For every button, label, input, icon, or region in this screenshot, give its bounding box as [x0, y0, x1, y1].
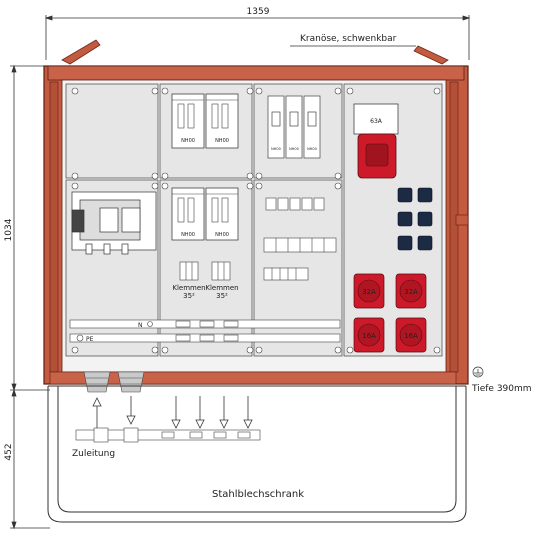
- height-label: 1034: [4, 218, 14, 241]
- terminal-size-right: 35²: [216, 292, 228, 300]
- fuse-label: NH00: [181, 138, 195, 144]
- depth-label: Tiefe 390mm: [471, 384, 532, 394]
- hinge-left: [49, 81, 59, 373]
- width-label: 1359: [247, 7, 270, 17]
- height-dimension: [10, 64, 50, 392]
- cee-32a-label-left: 32A: [362, 288, 376, 296]
- terminal-label-right: Klemmen: [205, 284, 238, 292]
- terminal-blocks: [179, 261, 231, 281]
- fuse-block-top: [171, 93, 239, 149]
- mcb-row-2: [263, 237, 337, 253]
- base-frame: [47, 385, 467, 523]
- schuko-sockets: [397, 187, 433, 251]
- terminal-size-left: 35²: [183, 292, 195, 300]
- mcb-row-1: [265, 197, 325, 211]
- door-handle: [455, 214, 469, 226]
- base-rail: [75, 427, 261, 443]
- fuse-label: NH00: [215, 138, 229, 144]
- arrows-down: [126, 396, 253, 429]
- cee-socket-32a-left: [353, 273, 385, 309]
- neutral-label: N: [138, 322, 143, 329]
- crane-eye-left: [61, 39, 101, 65]
- cee-socket-16a-left: [353, 317, 385, 353]
- cabinet-roof: [47, 65, 465, 81]
- base-height-label: 452: [4, 443, 14, 460]
- fuse-label: NH00: [271, 147, 281, 151]
- panel-screws: [71, 87, 441, 354]
- feed-label: Zuleitung: [72, 449, 115, 459]
- cee-16a-label-right: 16A: [404, 332, 418, 340]
- feed-arrow-up: [92, 397, 102, 428]
- cable-gland-right: [117, 371, 145, 393]
- busbar: [69, 319, 341, 343]
- fuse-block-small: [267, 95, 321, 159]
- fuse-label: NH00: [181, 232, 195, 238]
- earth-icon: [472, 366, 484, 378]
- cabinet-bottom-rail: [49, 371, 457, 385]
- crane-eye-label: Kranöse, schwenkbar: [300, 34, 397, 44]
- cee-socket-63a: [353, 103, 399, 179]
- cee-socket-16a-right: [395, 317, 427, 353]
- cee-16a-label-left: 16A: [362, 332, 376, 340]
- fuse-label: NH00: [289, 147, 299, 151]
- mcb-row-3: [263, 267, 309, 281]
- width-dimension: [44, 15, 471, 60]
- cee-32a-label-right: 32A: [404, 288, 418, 296]
- fuse-label: NH00: [307, 147, 317, 151]
- crane-eye-right: [413, 45, 449, 65]
- fuse-block-middle: [171, 187, 239, 241]
- main-switch: [71, 191, 157, 255]
- fuse-label: NH00: [215, 232, 229, 238]
- pe-label: PE: [86, 336, 94, 343]
- cable-gland-left: [83, 371, 111, 393]
- base-label: Stahlblechschrank: [212, 489, 304, 500]
- terminal-label-left: Klemmen: [172, 284, 205, 292]
- base-height-dimension: [10, 388, 50, 530]
- cee-63a-label: 63A: [370, 118, 383, 125]
- cee-socket-32a-right: [395, 273, 427, 309]
- hinge-right: [449, 81, 459, 373]
